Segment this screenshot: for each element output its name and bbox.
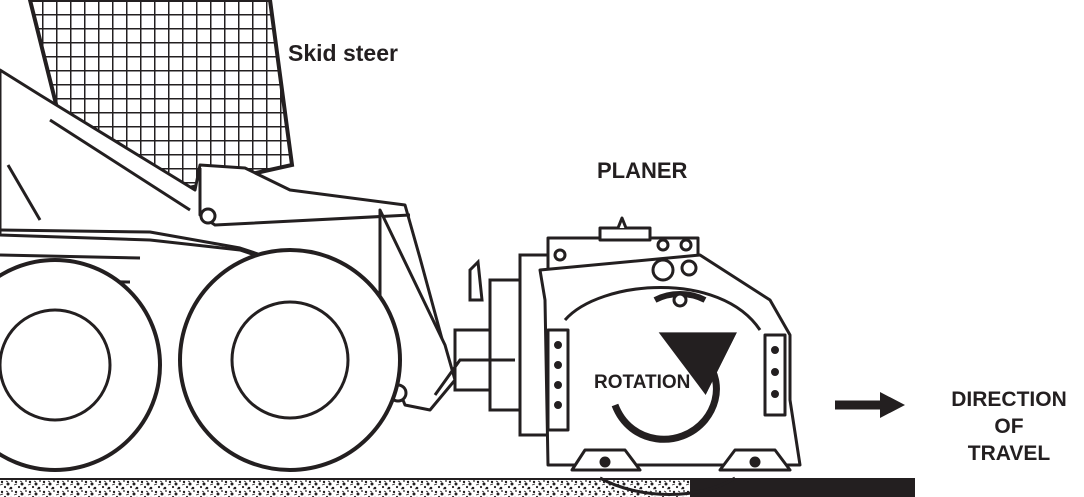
- skid-steer-label: Skid steer: [288, 40, 398, 66]
- attachment-coupler: [433, 253, 552, 437]
- direction-label-line1: DIRECTION OF: [951, 388, 1067, 438]
- rotation-label: ROTATION: [594, 372, 691, 393]
- travel-arrow-icon: [835, 392, 905, 418]
- skid-steer-body: [0, 68, 457, 412]
- direction-label-line2: TRAVEL: [967, 442, 1051, 465]
- rotation-arrow-icon: [611, 332, 737, 443]
- planer-housing: [538, 216, 802, 496]
- direction-of-travel-label: DIRECTION OF TRAVEL: [935, 386, 1083, 467]
- rear-wheel: [0, 258, 162, 472]
- front-wheel: [178, 248, 402, 472]
- planer-label: PLANER: [597, 158, 688, 183]
- ground: [0, 478, 915, 497]
